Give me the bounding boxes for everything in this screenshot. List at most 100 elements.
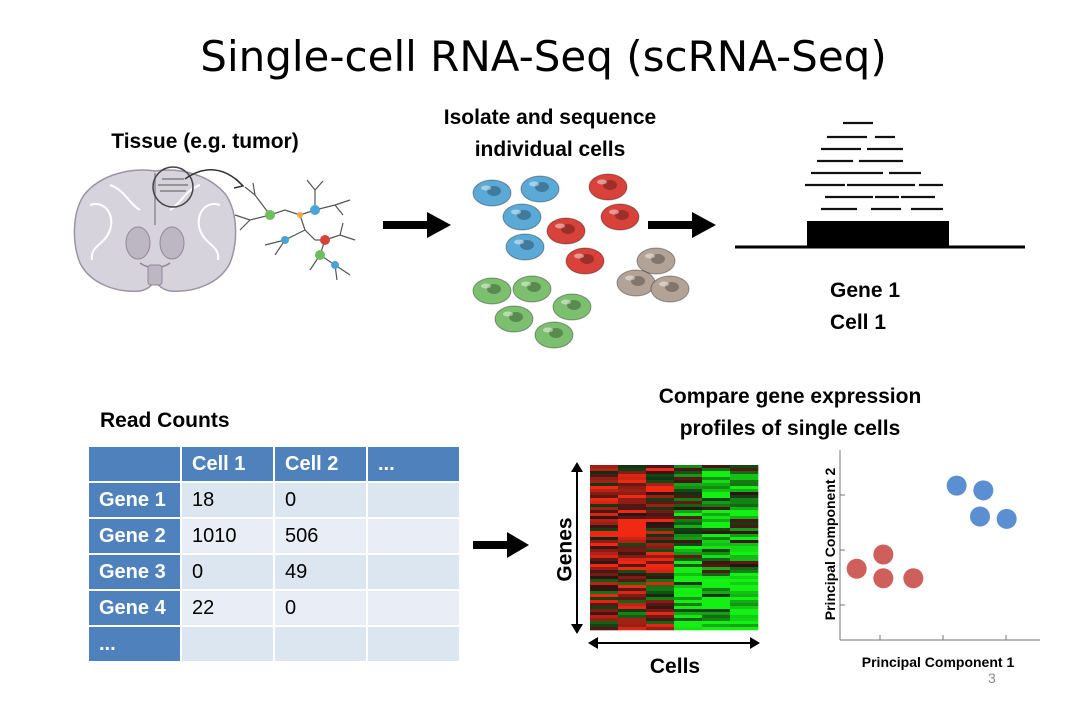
heatmap-cell (590, 492, 619, 496)
heatmap-cell (590, 498, 619, 502)
heatmap-cell (730, 567, 759, 571)
heatmap-cell (618, 477, 647, 481)
cell-icon (600, 203, 640, 231)
heatmap-cell (590, 579, 619, 583)
heatmap-cell (590, 594, 619, 598)
heatmap-cell (590, 540, 619, 544)
heatmap-cell (730, 474, 759, 478)
heatmap-cell (674, 600, 703, 604)
heatmap-cell (674, 486, 703, 490)
heatmap-cell (674, 483, 703, 487)
heatmap-cell (674, 555, 703, 559)
heatmap-cell (646, 582, 675, 586)
heatmap-cell (730, 471, 759, 475)
heatmap-cell (702, 510, 731, 514)
heatmap-cell (674, 519, 703, 523)
heatmap-cell (590, 504, 619, 508)
heatmap-cell (590, 555, 619, 559)
table-header-cell: Cell 1 (180, 445, 275, 483)
heatmap-cell (730, 531, 759, 535)
heatmap-cell (730, 561, 759, 565)
heatmap-cell (730, 570, 759, 574)
heatmap-cell (590, 477, 619, 481)
heatmap-cell (590, 537, 619, 541)
compare-label-line1: Compare gene expression (658, 385, 922, 408)
heatmap-cell (674, 525, 703, 529)
heatmap-cell (618, 609, 647, 613)
heatmap-cell (646, 510, 675, 514)
heatmap-cell (646, 552, 675, 556)
heatmap-cell (618, 567, 647, 571)
heatmap-cell (702, 471, 731, 475)
heatmap-cell (730, 477, 759, 481)
heatmap-cell (618, 546, 647, 550)
table-row: Gene 4 22 0 (87, 589, 461, 627)
cells-axis-arrow (588, 637, 760, 649)
heatmap-cell (646, 483, 675, 487)
heatmap-cell (618, 465, 647, 469)
heatmap-cell (702, 570, 731, 574)
heatmap-cell (646, 588, 675, 592)
heatmap-cell (646, 504, 675, 508)
heatmap-cell (646, 537, 675, 541)
table-cell (366, 517, 461, 555)
heatmap-cell (590, 561, 619, 565)
heatmap-cell (730, 522, 759, 526)
heatmap-cell (674, 510, 703, 514)
heatmap-cell (702, 489, 731, 493)
table-cell: 18 (180, 481, 275, 519)
heatmap-cell (590, 525, 619, 529)
table-row: ... (87, 625, 461, 663)
cell-icon (472, 179, 512, 207)
heatmap-cell (590, 528, 619, 532)
heatmap-cell (646, 558, 675, 562)
heatmap-cell (674, 528, 703, 532)
heatmap-cell (590, 522, 619, 526)
heatmap-cell (702, 588, 731, 592)
heatmap-cell (646, 621, 675, 625)
heatmap-cell (590, 552, 619, 556)
heatmap-cell (702, 492, 731, 496)
heatmap-cell (590, 558, 619, 562)
brain-illustration (73, 166, 237, 292)
heatmap-cell (730, 540, 759, 544)
heatmap-cell (646, 609, 675, 613)
cell-icon (520, 175, 560, 203)
heatmap-cell (646, 465, 675, 469)
heatmap-cell (590, 486, 619, 490)
cell-icon (534, 321, 574, 349)
heatmap-cell (674, 552, 703, 556)
row-header: Gene 3 (87, 553, 182, 591)
sequencing-reads-illustration (735, 121, 1025, 249)
row-header: Gene 2 (87, 517, 182, 555)
heatmap-cell (702, 627, 731, 631)
heatmap-cell (730, 558, 759, 562)
heatmap-cell (618, 492, 647, 496)
heatmap-cell (730, 603, 759, 607)
heatmap-cell (674, 591, 703, 595)
heatmap-cell (730, 537, 759, 541)
heatmap-cell (590, 483, 619, 487)
table-cell: 0 (273, 481, 368, 519)
heatmap-cell (590, 564, 619, 568)
compare-label-line2: profiles of single cells (679, 417, 901, 440)
scatter-point (903, 568, 924, 589)
heatmap-cell (730, 552, 759, 556)
heatmap-cell (618, 498, 647, 502)
heatmap-cell (590, 546, 619, 550)
heatmap-cell (702, 555, 731, 559)
heatmap-cell (674, 561, 703, 565)
heatmap-cell (702, 468, 731, 472)
heatmap-cell (730, 585, 759, 589)
heatmap-cell (674, 543, 703, 547)
heatmap-cell (702, 540, 731, 544)
heatmap-cell (702, 594, 731, 598)
heatmap-cell (646, 501, 675, 505)
heatmap-cell (618, 561, 647, 565)
single-cells-illustration (472, 173, 690, 349)
heatmap-cell (646, 492, 675, 496)
heatmap-cell (702, 501, 731, 505)
heatmap-cell (646, 540, 675, 544)
heatmap-cell (618, 597, 647, 601)
table-cell (180, 625, 275, 663)
